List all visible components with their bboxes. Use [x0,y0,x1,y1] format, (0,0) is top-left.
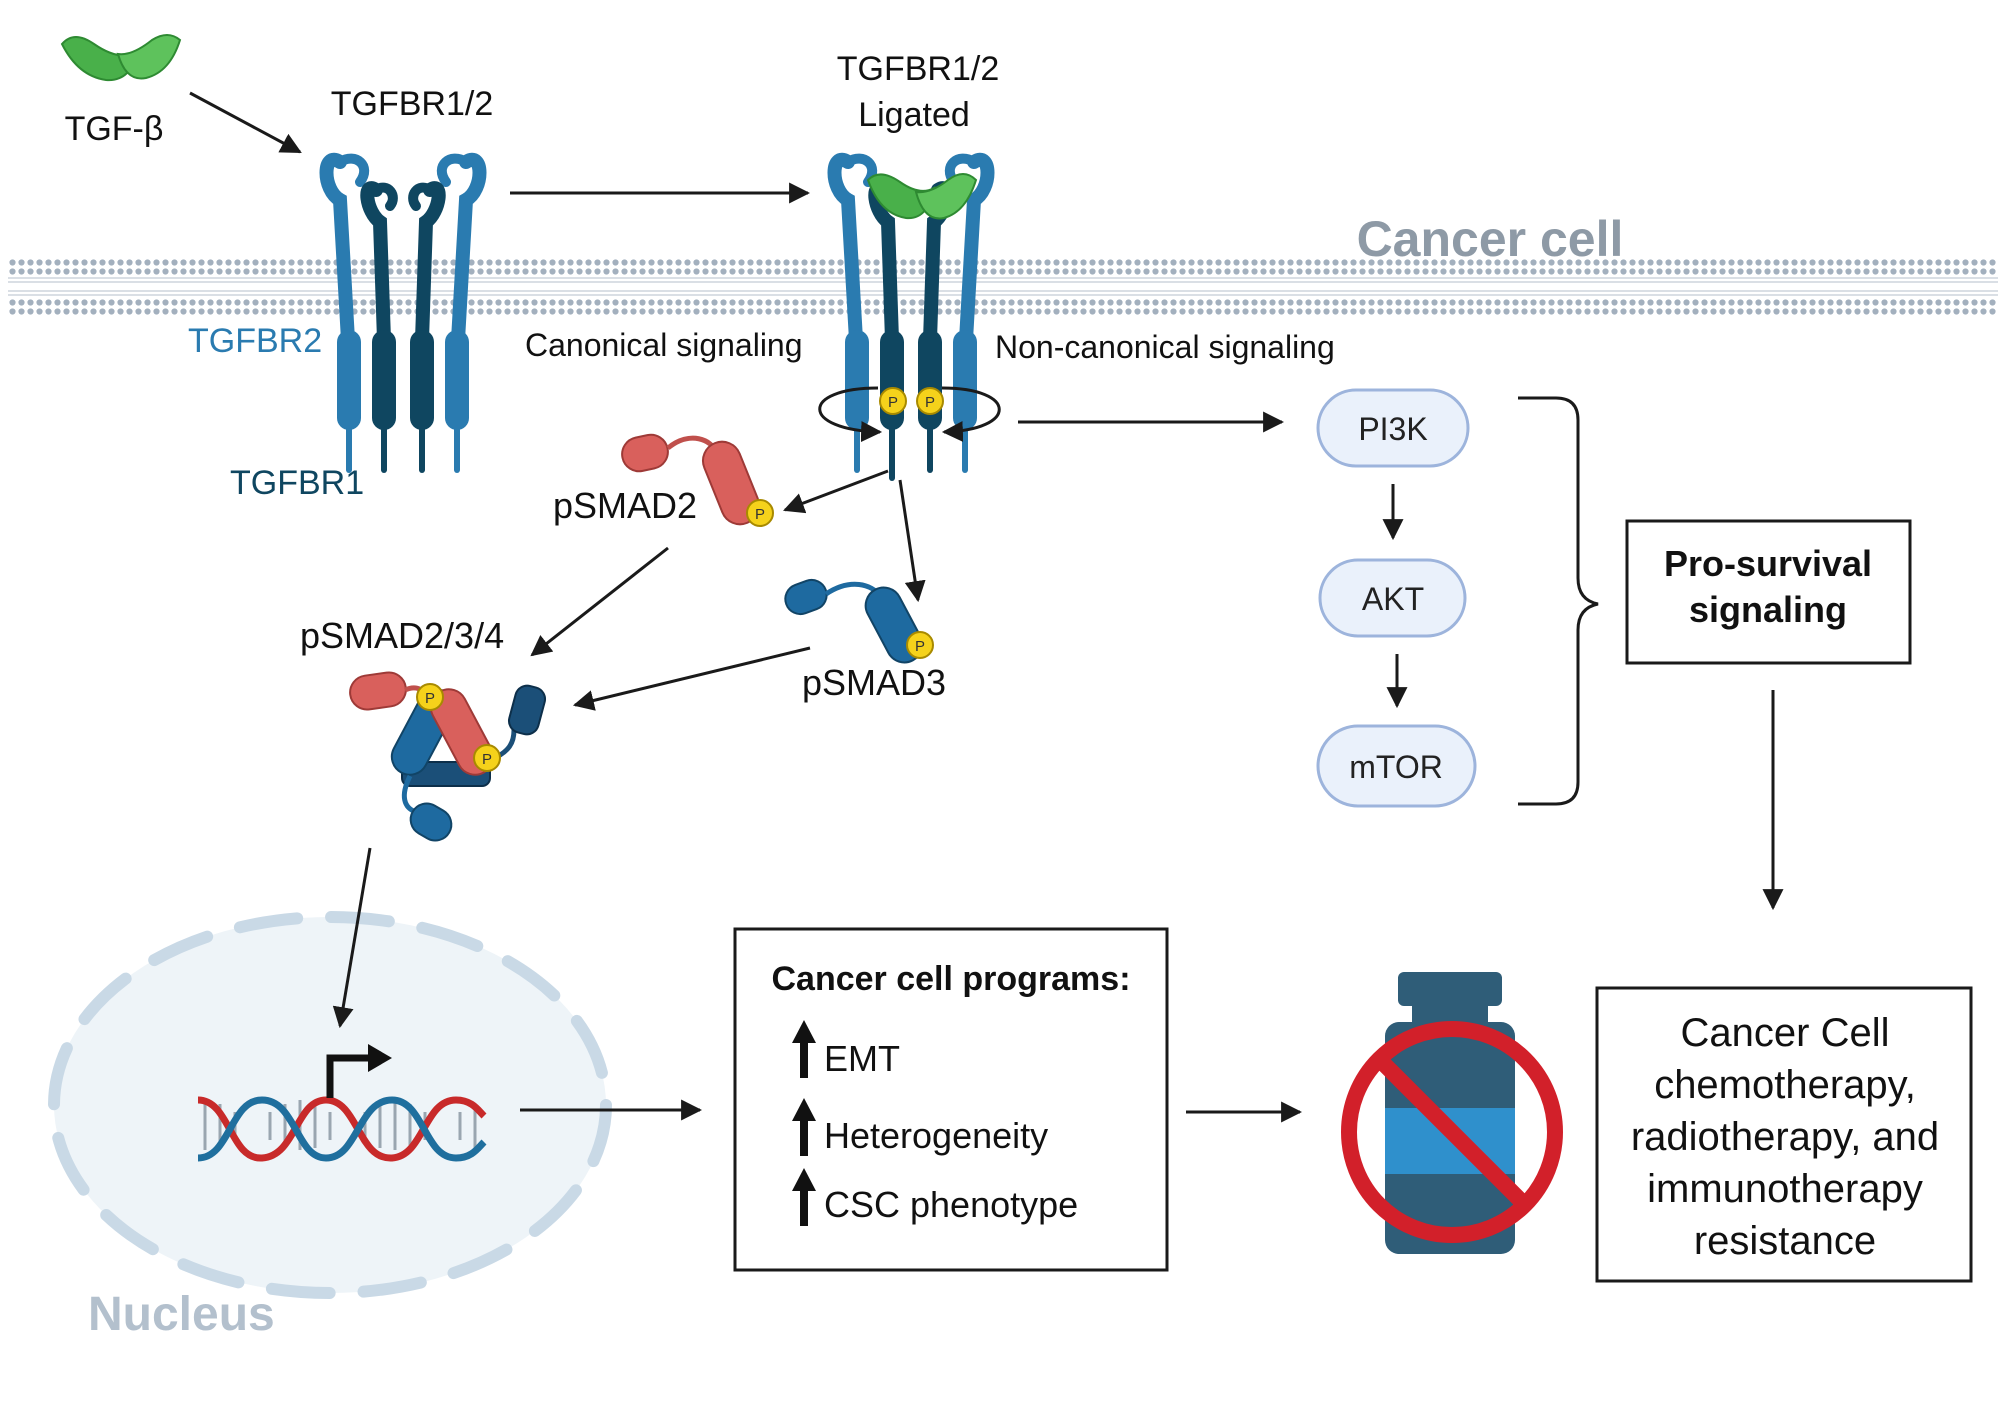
tgfbr-receptor-unbound-icon [319,152,487,473]
phospho-marker: P [879,387,907,415]
receptor-unbound-label: TGFBR1/2 [331,85,493,123]
pathway-brace [1518,396,1599,806]
psmad234-complex-icon: P P [349,671,547,842]
resistance-line: chemotherapy, [1654,1063,1916,1107]
up-arrow-icon [792,1098,816,1156]
resistance-line: immunotherapy [1647,1167,1923,1211]
akt-label: AKT [1362,581,1424,617]
phospho-marker: P [916,387,944,415]
akt-node: AKT [1318,558,1467,638]
canonical-signaling-label: Canonical signaling [525,327,803,363]
cancer-cell-label: Cancer cell [1357,211,1624,267]
psmad2-to-complex-arrow [530,546,669,657]
psmad2-label: pSMAD2 [553,485,697,526]
program-item: EMT [824,1038,900,1079]
transcription-start-arrow-icon [326,1044,392,1098]
tgfbr-receptor-ligated-icon [818,152,1001,481]
complex-to-nucleus-arrow [332,847,372,1029]
resistance-line: radiotherapy, and [1631,1115,1939,1159]
pi3k-label: PI3K [1358,411,1427,447]
pi3k-node: PI3K [1316,388,1470,468]
mtor-label: mTOR [1349,749,1443,785]
non-canonical-signaling-label: Non-canonical signaling [995,329,1335,365]
psmad3-label: pSMAD3 [802,662,946,703]
tgf-binding-arrow [189,91,302,154]
up-arrow-icon [792,1020,816,1078]
receptor-ligated-label-line2: Ligated [858,96,970,134]
tgfbr2-label: TGFBR2 [188,322,322,360]
pro-survival-line2: signaling [1689,589,1847,630]
tgf-beta-label: TGF-β [65,110,164,148]
tgf-beta-ligand-icon [60,34,182,82]
dna-icon [197,1096,487,1162]
pro-survival-box: Pro-survival signaling [1625,519,1912,665]
svg-text:P: P [915,638,925,655]
program-item: Heterogeneity [824,1115,1048,1156]
to-psmad2-arrow [783,469,889,514]
program-item: CSC phenotype [824,1184,1078,1225]
prohibited-icon [1341,1021,1563,1243]
svg-text:P: P [482,751,492,768]
cell-membrane [8,258,1998,316]
psmad3-to-complex-arrow [572,646,811,711]
tgfbr1-label: TGFBR1 [230,464,364,502]
svg-text:P: P [425,690,435,707]
drug-bottle-icon [1385,972,1515,1254]
svg-text:P: P [925,394,935,411]
psmad3-icon: P [784,578,934,664]
pro-survival-line1: Pro-survival [1664,543,1872,584]
resistance-line: Cancer Cell [1681,1011,1890,1055]
mtor-node: mTOR [1316,724,1477,808]
receptor-ligated-label-line1: TGFBR1/2 [837,50,999,88]
to-psmad3-arrow [898,479,926,603]
resistance-box: Cancer Cell chemotherapy, radiotherapy, … [1595,986,1973,1283]
psmad2-icon: P [621,433,774,527]
svg-text:P: P [888,394,898,411]
svg-text:P: P [755,506,765,523]
resistance-line: resistance [1694,1219,1876,1263]
cancer-cell-programs-box: Cancer cell programs: EMT Heterogeneity … [733,927,1169,1272]
programs-title: Cancer cell programs: [771,960,1130,998]
up-arrow-icon [792,1168,816,1226]
psmad234-label: pSMAD2/3/4 [300,615,504,656]
nucleus [48,911,612,1299]
nucleus-label: Nucleus [88,1288,275,1341]
